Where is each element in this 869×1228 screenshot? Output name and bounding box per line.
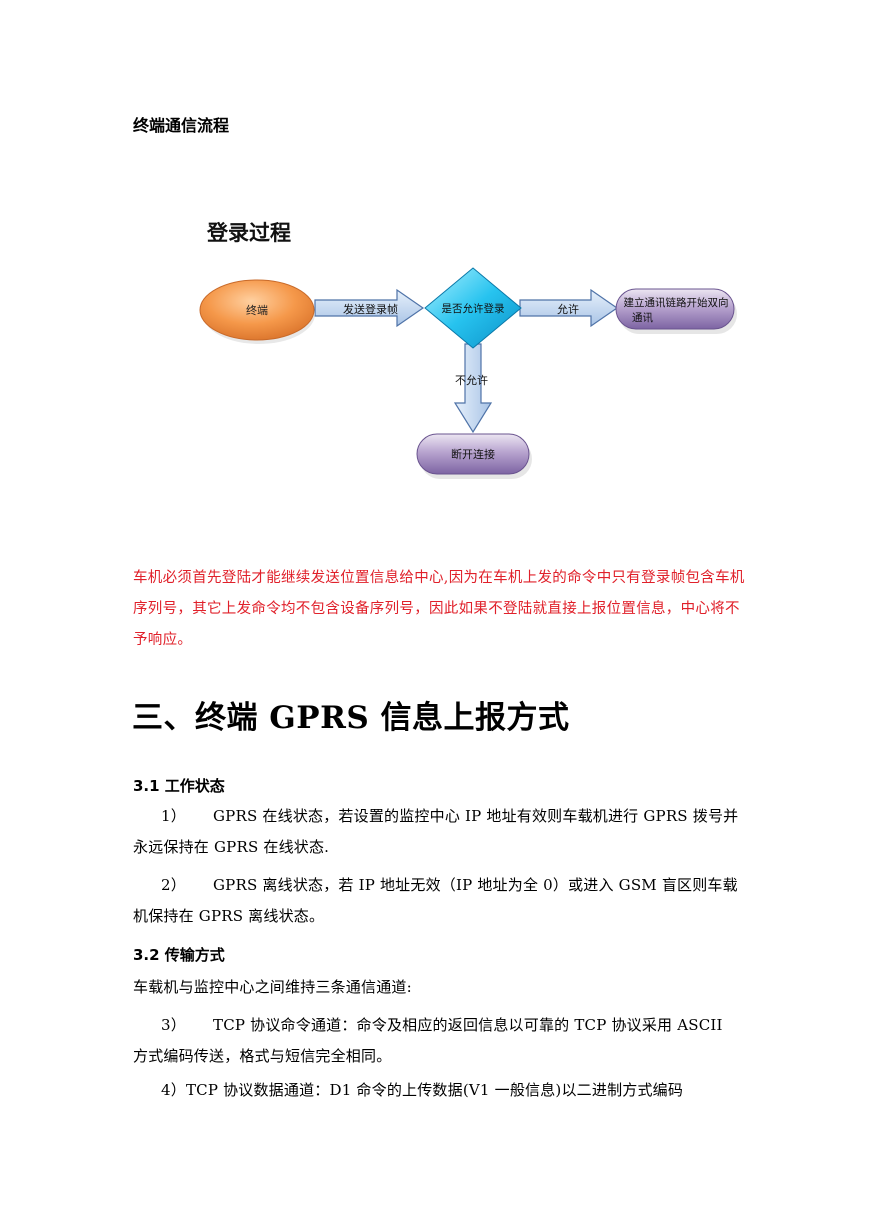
s31-item-1: 1）GPRS 在线状态，若设置的监控中心 IP 地址有效则车载机进行 GPRS … [133,801,741,863]
arrow-allow [519,288,619,328]
node-disconnect-label: 断开连接 [451,447,495,461]
s32-item-4: 4）TCP 协议数据通道：D1 命令的上传数据(V1 一般信息)以二进制方式编码 [161,1081,684,1099]
chapter-heading: 三、终端 GPRS 信息上报方式 [132,700,570,736]
s32-item-3-num: 3） [161,1016,186,1034]
login-requirement-note: 车机必须首先登陆才能继续发送位置信息给中心,因为在车机上发的命令中只有登录帧包含… [133,570,745,648]
arrow-allow-label: 允许 [557,302,579,316]
s31-item-2-text: GPRS 离线状态，若 IP 地址无效（IP 地址为全 0）或进入 GSM 盲区… [133,876,738,925]
arrow-send-label: 发送登录帧 [343,302,398,316]
node-decision-label: 是否允许登录 [442,302,505,315]
subsection-3-1-title: 3.1 工作状态 [133,777,225,795]
arrow-deny [453,343,493,434]
login-process-diagram: 登录过程 发送登录帧 允许 不允许 终端 是否允许登录 建立通讯链路开始双向 通… [195,210,755,500]
s31-item-2-num: 2） [161,876,186,894]
node-decision [424,267,522,349]
node-establish-line2: 通讯 [632,311,653,324]
s32-item-3-text: TCP 协议命令通道：命令及相应的返回信息以可靠的 TCP 协议采用 ASCII… [133,1016,723,1065]
node-terminal-label: 终端 [246,303,268,317]
node-establish [615,288,735,330]
arrow-send-login [314,288,425,328]
subsection-3-2-title: 3.2 传输方式 [133,946,225,964]
s32-intro: 车载机与监控中心之间维持三条通信通道: [133,978,412,996]
s31-item-1-num: 1） [161,807,186,825]
diagram-title: 登录过程 [206,220,291,245]
s31-item-1-text: GPRS 在线状态，若设置的监控中心 IP 地址有效则车载机进行 GPRS 拨号… [133,807,739,856]
s31-item-2: 2）GPRS 离线状态，若 IP 地址无效（IP 地址为全 0）或进入 GSM … [133,870,741,932]
s32-item-3: 3）TCP 协议命令通道：命令及相应的返回信息以可靠的 TCP 协议采用 ASC… [133,1010,741,1072]
node-establish-line1: 建立通讯链路开始双向 [624,296,729,309]
section-title: 终端通信流程 [133,116,230,135]
arrow-deny-label: 不允许 [455,373,488,387]
node-disconnect [416,433,530,475]
node-terminal [199,279,315,341]
